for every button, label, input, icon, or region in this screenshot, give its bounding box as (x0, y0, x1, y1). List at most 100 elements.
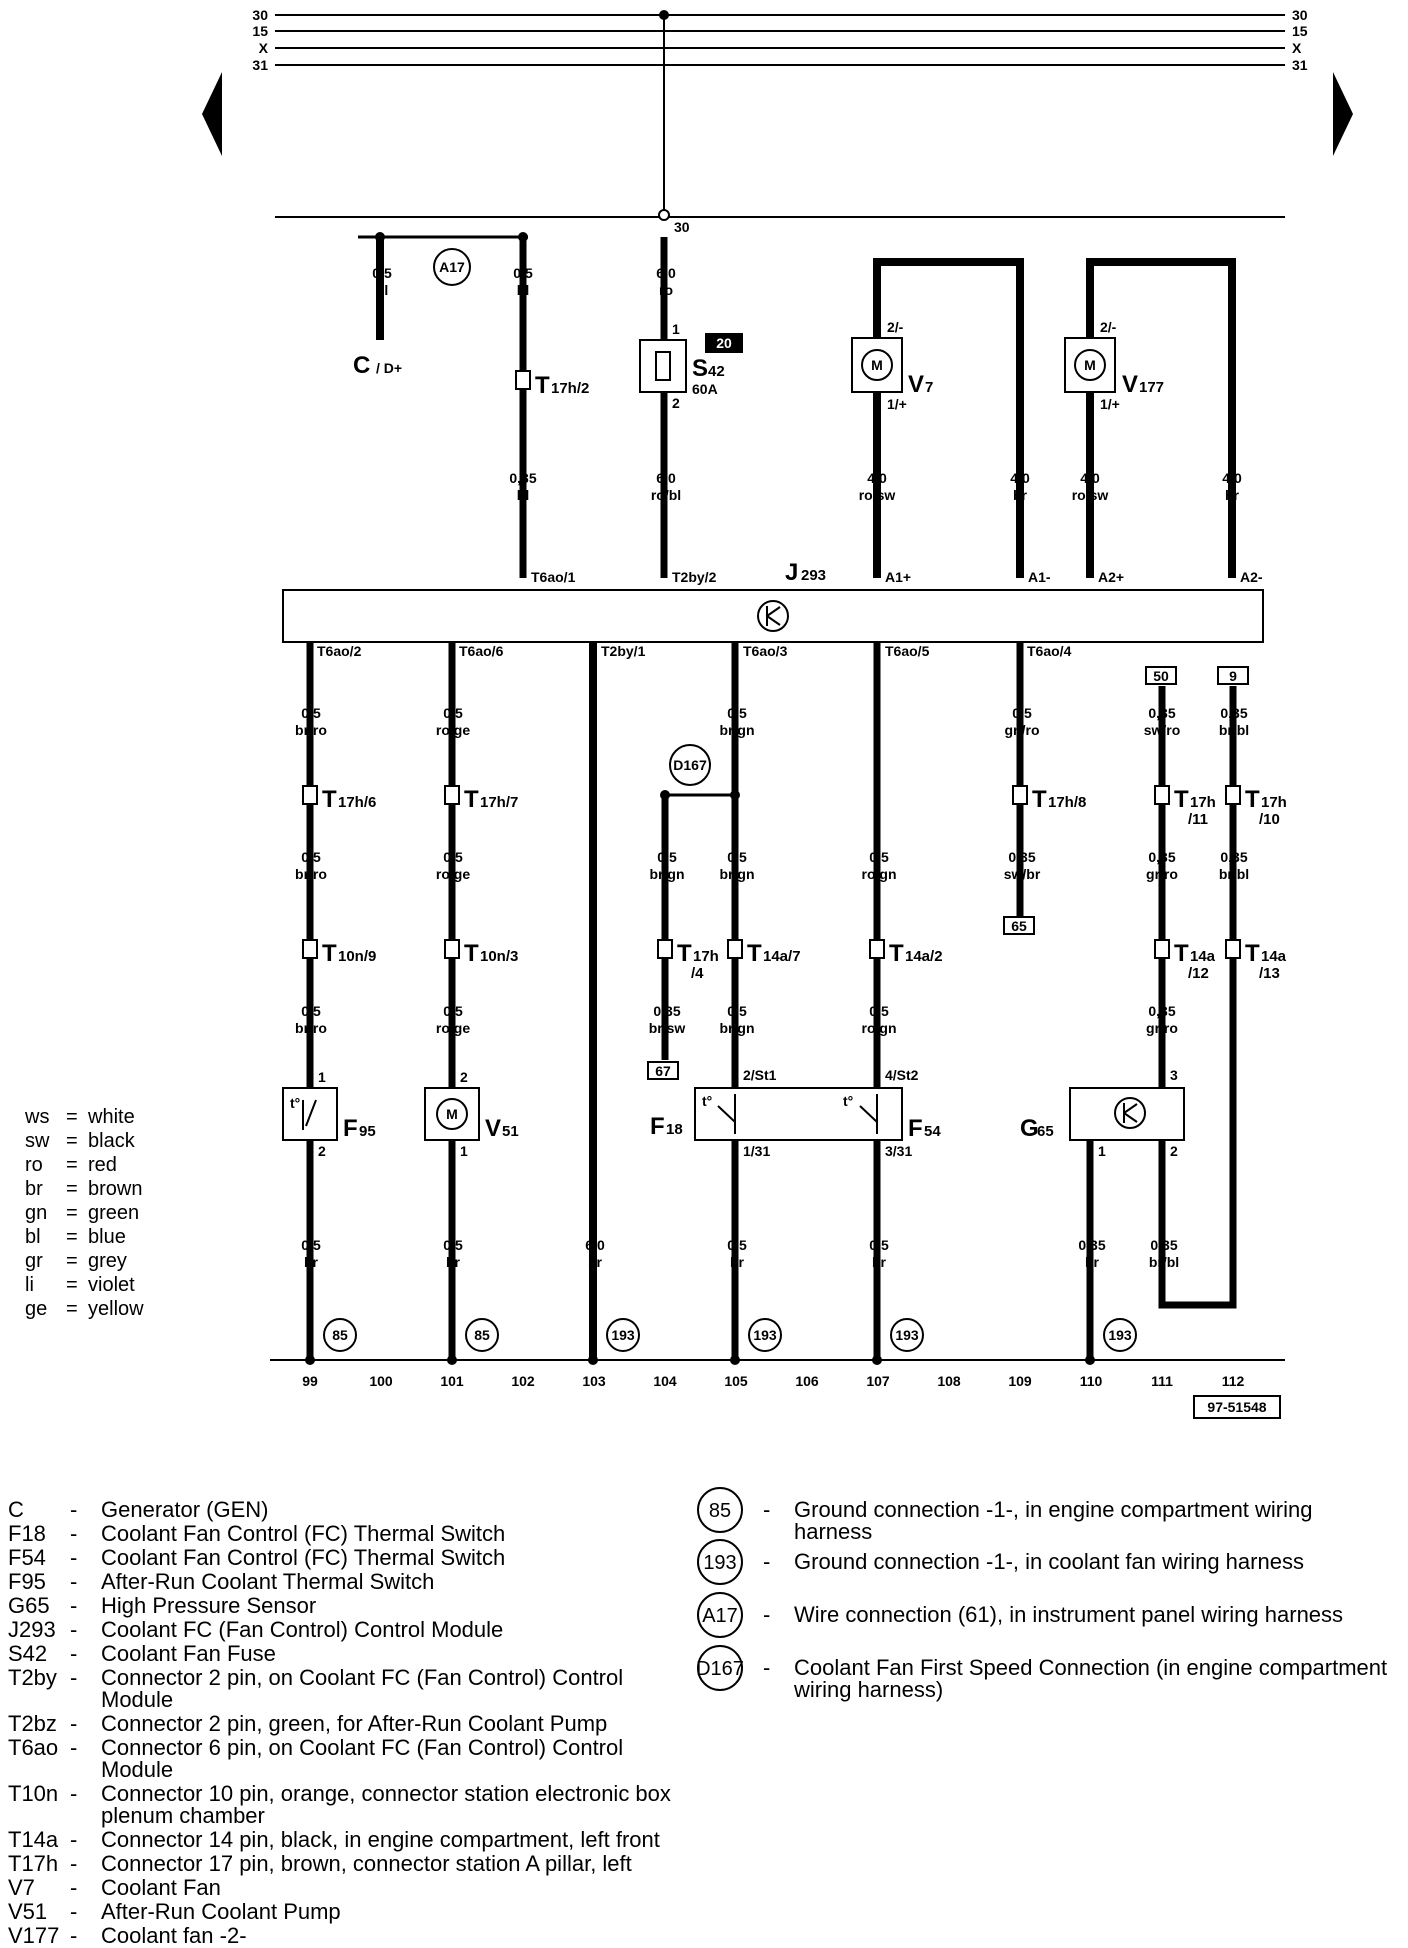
diagram-label: br/gn (720, 866, 755, 882)
diagram-label: 14a/2 (905, 948, 943, 965)
diagram-label: - (70, 1497, 77, 1522)
diagram-label: 60A (692, 381, 718, 397)
diagram-label: 0,35 (1220, 705, 1247, 721)
diagram-label: 2/St1 (743, 1067, 777, 1083)
diagram-label: - (763, 1497, 770, 1522)
diagram-label: - (70, 1899, 77, 1924)
a17-label: A17 (439, 259, 465, 275)
diagram-label: 0,5 (727, 1003, 747, 1019)
diagram-label: 193 (895, 1327, 919, 1343)
diagram-label: Coolant Fan Control (FC) Thermal Switch (101, 1545, 505, 1570)
diagram-label: 20 (716, 335, 732, 351)
electronic-symbol-icon (757, 600, 789, 632)
diagram-label: 2 (460, 1069, 468, 1085)
diagram-label: ro/ge (436, 1020, 470, 1036)
diagram-label: = (66, 1178, 78, 1200)
diagram-label: - (70, 1875, 77, 1900)
previous-page-arrow[interactable] (202, 72, 222, 156)
diagram-label: 0,35 (1150, 1237, 1177, 1253)
diagram-label: Connector 6 pin, on Coolant FC (Fan Cont… (101, 1735, 623, 1760)
diagram-label: 110 (1080, 1373, 1103, 1389)
diagram-label: 0,5 (443, 1237, 463, 1253)
g65-electronic-icon (1114, 1097, 1146, 1129)
diagram-label: 102 (511, 1373, 535, 1389)
diagram-label: br/bl (1219, 722, 1249, 738)
s42-label: S (692, 355, 708, 382)
diagram-label: 50 (1153, 668, 1169, 684)
diagram-label: 108 (937, 1373, 961, 1389)
diagram-label: white (87, 1106, 135, 1128)
diagram-label: T2bz (8, 1711, 57, 1736)
diagram-label: wiring harness) (793, 1677, 943, 1702)
diagram-label: br (446, 1254, 461, 1270)
diagram-label: harness (794, 1519, 872, 1544)
next-page-arrow[interactable] (1333, 72, 1353, 156)
diagram-label: Ground connection -1-, in engine compart… (794, 1497, 1313, 1522)
bus-label-15-right: 15 (1292, 23, 1308, 39)
diagram-label: ro/gn (862, 1020, 897, 1036)
diagram-label: Coolant FC (Fan Control) Control Module (101, 1617, 503, 1642)
diagram-label: br/bl (1219, 866, 1249, 882)
diagram-label: bl (517, 282, 529, 298)
diagram-label: sw/ro (1144, 722, 1181, 738)
diagram-label: 0,5 (1012, 705, 1032, 721)
diagram-label: Connector 2 pin, on Coolant FC (Fan Cont… (101, 1665, 623, 1690)
diagram-label: M (871, 357, 883, 373)
diagram-label: 0,5 (869, 849, 889, 865)
diagram-label: Connector 14 pin, black, in engine compa… (101, 1827, 660, 1852)
diagram-label: 106 (795, 1373, 819, 1389)
diagram-label: blue (88, 1226, 126, 1248)
bus-label-x-left: X (259, 40, 269, 56)
diagram-label: A17 (702, 1605, 738, 1627)
diagram-label: 112 (1222, 1373, 1245, 1389)
diagram-label: - (70, 1923, 77, 1948)
diagram-label: ro/gn (862, 866, 897, 882)
diagram-label: 9 (1229, 668, 1237, 684)
diagram-label: - (70, 1521, 77, 1546)
v7-label: V (908, 371, 924, 398)
diagram-label: 0,5 (443, 849, 463, 865)
diagram-label: T (464, 786, 479, 813)
diagram-label: = (66, 1226, 78, 1248)
diagram-label: 14a (1261, 948, 1287, 965)
diagram-label: After-Run Coolant Thermal Switch (101, 1569, 434, 1594)
diagram-label: 0,35 (1148, 1003, 1175, 1019)
diagram-label: brown (88, 1178, 142, 1200)
diagram-label: T2by (8, 1665, 57, 1690)
diagram-label: ro/bl (651, 487, 681, 503)
diagram-label: black (88, 1130, 136, 1152)
diagram-label: br (1013, 487, 1028, 503)
diagram-label: 100 (369, 1373, 393, 1389)
power-bus: 30 15 X 31 30 15 X 31 30 (202, 7, 1353, 235)
diagram-label: 2 (1170, 1143, 1178, 1159)
diagram-label: Coolant Fan First Speed Connection (in e… (794, 1655, 1387, 1680)
diagram-label: 85 (474, 1327, 490, 1343)
diagram-label: bl (25, 1226, 41, 1248)
diagram-label: Generator (GEN) (101, 1497, 269, 1522)
bus-label-15-left: 15 (252, 23, 268, 39)
diagram-label: /12 (1188, 965, 1209, 982)
v177-label: V (1122, 371, 1138, 398)
diagram-label: br (1085, 1254, 1100, 1270)
diagram-label: - (763, 1602, 770, 1627)
diagram-label: gr/ro (1146, 1020, 1178, 1036)
diagram-label: T6ao/6 (459, 643, 504, 659)
diagram-label: 104 (653, 1373, 677, 1389)
diagram-label: T (1245, 786, 1260, 813)
diagram-label: 17h (1261, 794, 1287, 811)
diagram-label: T (322, 786, 337, 813)
diagram-label: T (535, 372, 550, 399)
diagram-label: 4/St2 (885, 1067, 919, 1083)
diagram-label: 17h (693, 948, 719, 965)
diagram-label: yellow (88, 1298, 144, 1320)
diagram-label: T (747, 940, 762, 967)
diagram-label: br/ro (295, 722, 327, 738)
diagram-label: 14a (1190, 948, 1216, 965)
upper-circuits: A17 0,5 bl C / D+ 0,5 bl T 17h/2 0,35 bl… (353, 232, 1263, 586)
diagram-label: gr (25, 1250, 43, 1272)
generator-label: C (353, 352, 370, 379)
diagram-label: V7 (8, 1875, 35, 1900)
diagram-label: - (70, 1641, 77, 1666)
diagram-label: 0,5 (301, 1237, 321, 1253)
